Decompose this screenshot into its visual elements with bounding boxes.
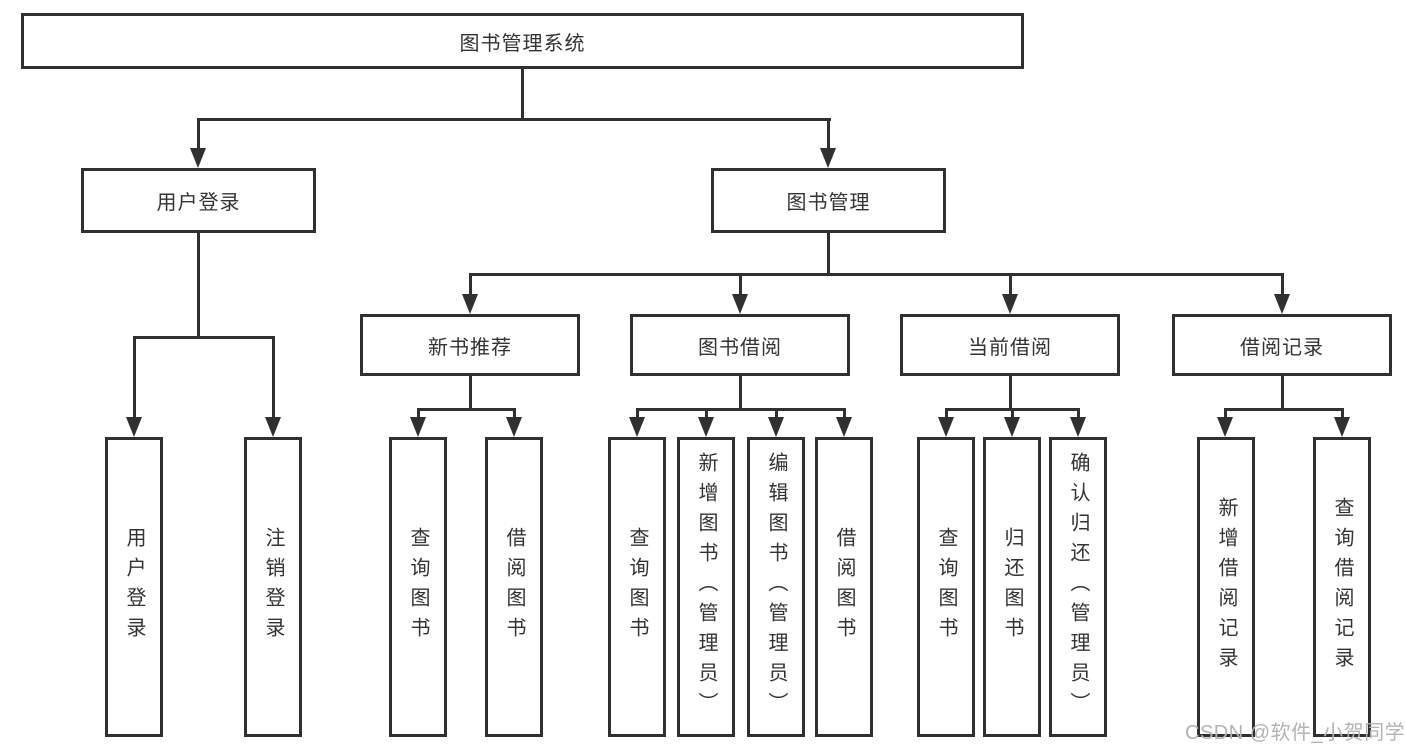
arrow-down-icon xyxy=(265,417,281,437)
connector-drop xyxy=(417,408,420,419)
arrow-down-icon xyxy=(1274,294,1290,314)
connector-login-trunk xyxy=(197,233,200,336)
connector-borrow-rail xyxy=(636,408,845,411)
arrow-down-icon xyxy=(462,294,478,314)
connector-records-rail xyxy=(1224,408,1343,411)
arrow-down-icon xyxy=(629,417,645,437)
connector-drop xyxy=(705,408,708,419)
leaf-records-add-record: 新增借阅记录 xyxy=(1197,437,1255,737)
leaf-borrow-borrow-books: 借阅图书 xyxy=(815,437,873,737)
connector-drop xyxy=(775,408,778,419)
leaf-recommend-query-books: 查询图书 xyxy=(389,437,447,737)
connector-drop xyxy=(1224,408,1227,419)
leaf-current-confirm-return-admin: 确认归还（管理员） xyxy=(1049,437,1107,737)
arrow-down-icon xyxy=(938,417,954,437)
connector-drop xyxy=(513,408,516,419)
connector-borrow-trunk xyxy=(739,376,742,408)
connector-drop xyxy=(843,408,846,419)
node-book-management: 图书管理 xyxy=(711,168,946,233)
connector-drop xyxy=(469,273,472,296)
node-current-borrow: 当前借阅 xyxy=(900,314,1120,376)
watermark: CSDN @软件_小贺同学 xyxy=(1185,722,1405,744)
node-book-borrow: 图书借阅 xyxy=(630,314,850,376)
node-new-book-recommend: 新书推荐 xyxy=(360,314,580,376)
leaf-logout: 注销登录 xyxy=(244,437,302,737)
connector-records-trunk xyxy=(1281,376,1284,408)
leaf-borrow-edit-books-admin: 编辑图书（管理员） xyxy=(747,437,805,737)
connector-drop xyxy=(133,336,136,419)
node-library-system: 图书管理系统 xyxy=(21,13,1024,69)
connector-drop xyxy=(1341,408,1344,419)
arrow-down-icon xyxy=(1334,417,1350,437)
connector-drop xyxy=(272,336,275,419)
connector-drop xyxy=(1077,408,1080,419)
arrow-down-icon xyxy=(1004,417,1020,437)
leaf-current-return-books: 归还图书 xyxy=(983,437,1041,737)
arrow-down-icon xyxy=(126,417,142,437)
connector-login-rail xyxy=(133,336,275,339)
arrow-down-icon xyxy=(732,294,748,314)
arrow-down-icon xyxy=(768,417,784,437)
connector-drop xyxy=(197,118,200,150)
connector-recommend-trunk xyxy=(469,376,472,408)
arrow-down-icon xyxy=(836,417,852,437)
arrow-down-icon xyxy=(410,417,426,437)
connector-recommend-rail xyxy=(417,408,515,411)
connector-current-trunk xyxy=(1009,376,1012,408)
connector-drop xyxy=(1009,273,1012,296)
connector-root-rail xyxy=(197,118,831,121)
arrow-down-icon xyxy=(820,148,836,168)
connector-root-trunk xyxy=(521,69,524,118)
arrow-down-icon xyxy=(506,417,522,437)
leaf-recommend-borrow-books: 借阅图书 xyxy=(485,437,543,737)
leaf-borrow-query-books: 查询图书 xyxy=(608,437,666,737)
node-borrow-records: 借阅记录 xyxy=(1172,314,1392,376)
leaf-borrow-add-books-admin: 新增图书（管理员） xyxy=(677,437,735,737)
arrow-down-icon xyxy=(1002,294,1018,314)
arrow-down-icon xyxy=(1217,417,1233,437)
leaf-user-login: 用户登录 xyxy=(105,437,163,737)
connector-drop xyxy=(945,408,948,419)
node-user-login: 用户登录 xyxy=(81,168,316,233)
arrow-down-icon xyxy=(1070,417,1086,437)
connector-drop xyxy=(827,118,830,150)
arrow-down-icon xyxy=(190,148,206,168)
connector-management-trunk xyxy=(827,233,830,273)
arrow-down-icon xyxy=(698,417,714,437)
connector-drop xyxy=(636,408,639,419)
connector-drop xyxy=(1281,273,1284,296)
connector-management-rail xyxy=(469,273,1282,276)
leaf-records-query-record: 查询借阅记录 xyxy=(1313,437,1371,737)
connector-drop xyxy=(739,273,742,296)
leaf-current-query-books: 查询图书 xyxy=(917,437,975,737)
connector-drop xyxy=(1011,408,1014,419)
